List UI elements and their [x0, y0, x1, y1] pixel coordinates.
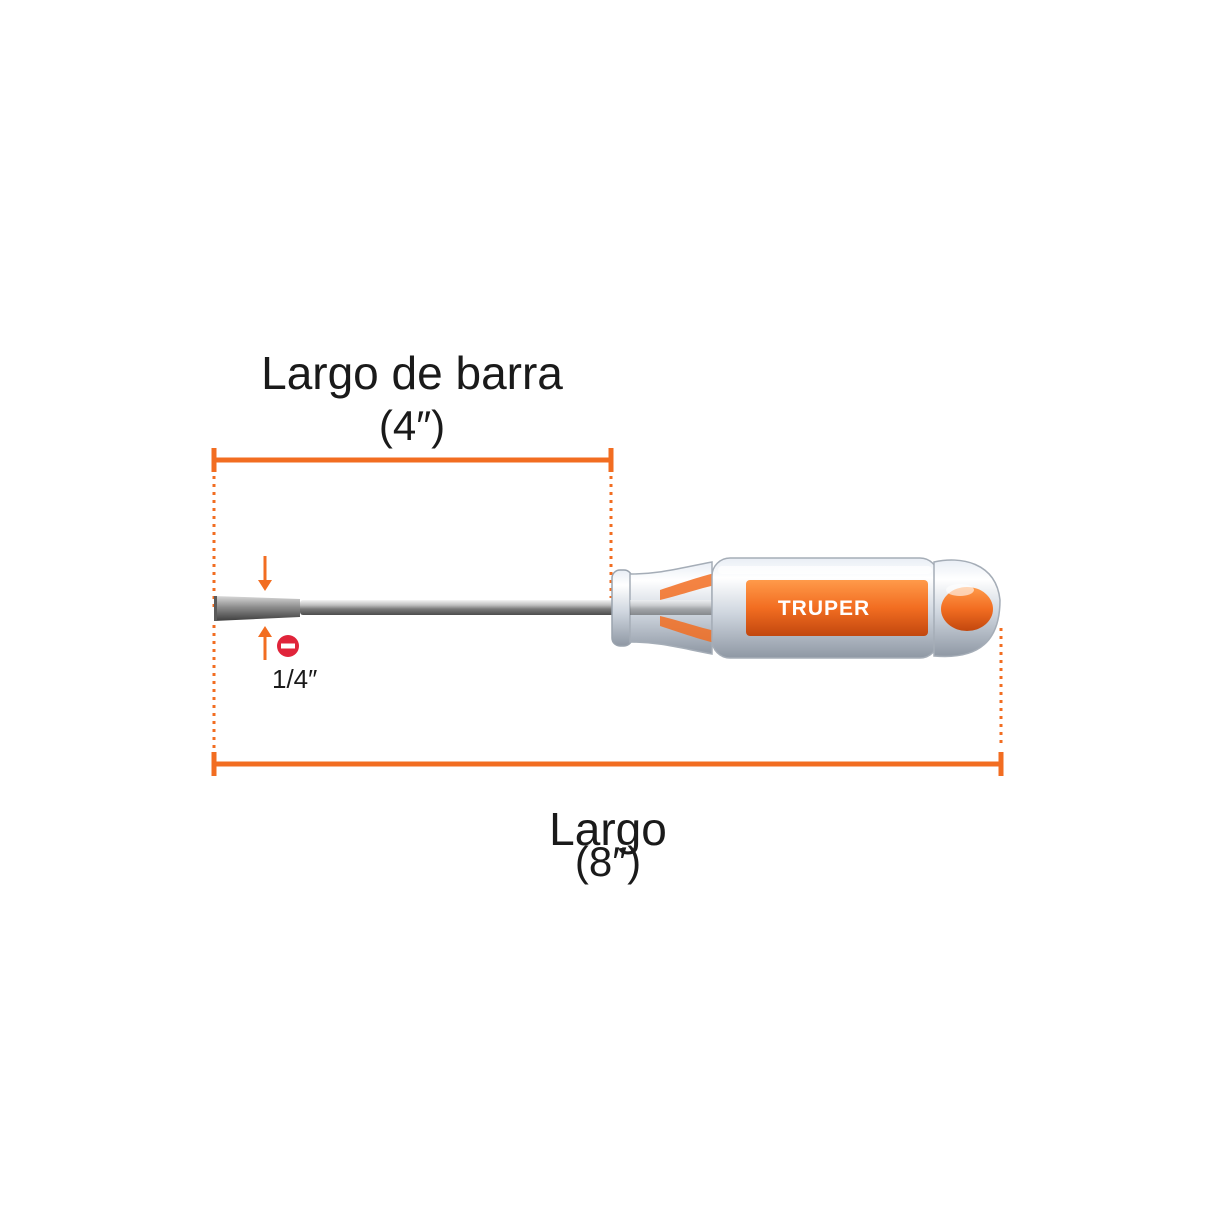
- screwdriver-flat-tip: [214, 596, 300, 621]
- handle-collar: [611, 569, 633, 647]
- shaft-length-dimension: [211, 448, 614, 612]
- overall-length-dimension: [211, 625, 1004, 776]
- tip-width-value: 1/4″: [272, 664, 318, 694]
- handle-orange-core: [746, 580, 928, 636]
- overall-length-value: (8″): [574, 838, 642, 885]
- screwdriver-image: TRUPER: [214, 557, 1001, 659]
- shaft-length-value: (4″): [378, 402, 446, 449]
- screwdriver-shaft: [300, 600, 620, 615]
- slotted-tip-icon: [277, 635, 299, 657]
- brand-logo-text: TRUPER: [778, 597, 870, 620]
- shaft-length-label: Largo de barra: [261, 347, 563, 399]
- overall-length-label: Largo: [549, 803, 667, 855]
- tip-width-indicator: [258, 556, 272, 660]
- handle-end-orange: [941, 587, 993, 631]
